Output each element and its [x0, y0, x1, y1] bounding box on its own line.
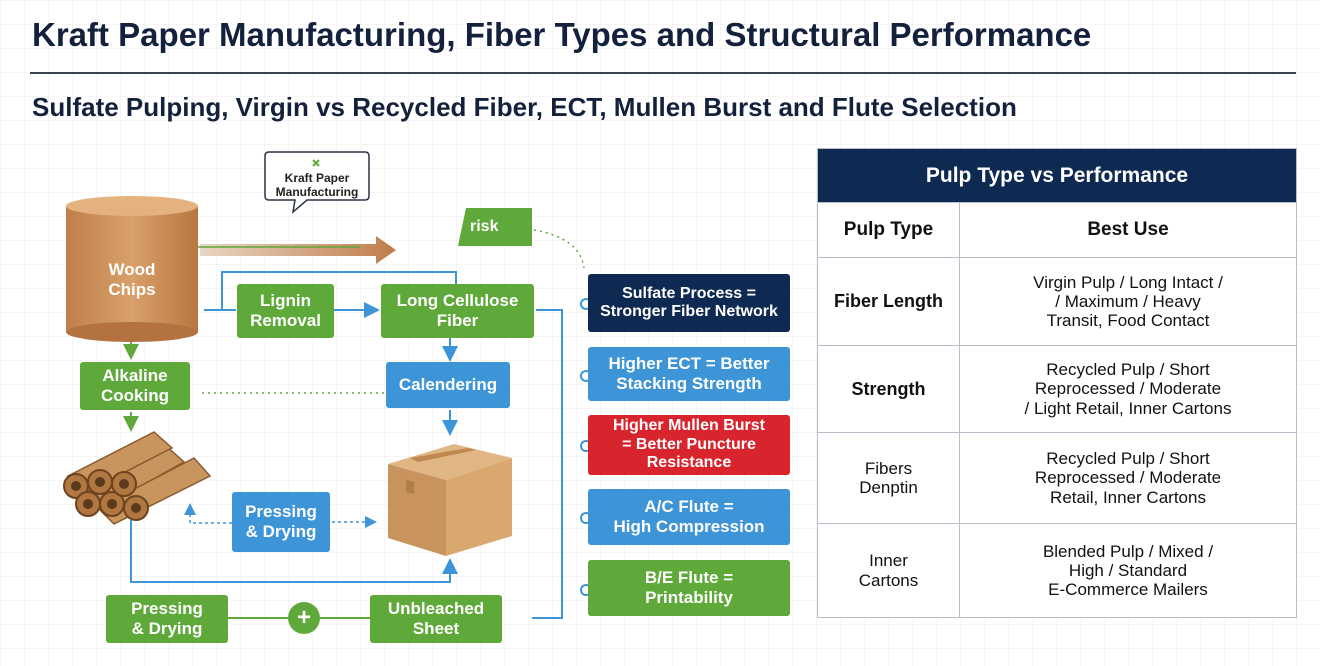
- callout-sulfate: Sulfate Process = Stronger Fiber Network: [588, 274, 790, 332]
- cardboard-box-icon: [388, 444, 512, 556]
- page-subtitle: Sulfate Pulping, Virgin vs Recycled Fibe…: [32, 92, 1017, 122]
- pulp-performance-table: Pulp Type vs Performance Pulp Type Best …: [817, 148, 1297, 618]
- lignin-removal-step: Lignin Removal: [237, 284, 334, 338]
- column-header: Pulp Type: [818, 203, 960, 257]
- plus-icon: +: [288, 602, 320, 634]
- table-title: Pulp Type vs Performance: [818, 149, 1296, 202]
- unbleached-sheet-step: Unbleached Sheet: [370, 595, 502, 643]
- table-row: Inner Cartons Blended Pulp / Mixed / Hig…: [818, 523, 1296, 617]
- speech-bubble-icon: [264, 151, 370, 214]
- best-use-cell: Recycled Pulp / Short Reprocessed / Mode…: [1034, 449, 1222, 507]
- callout-be-flute: B/E Flute = Printability: [588, 560, 790, 616]
- table-row: Strength Recycled Pulp / Short Reprocess…: [818, 345, 1296, 432]
- best-use-cell: Recycled Pulp / Short Reprocessed / Mode…: [1024, 360, 1232, 418]
- best-use-cell: Blended Pulp / Mixed / High / Standard E…: [1042, 541, 1214, 600]
- pulp-type-cell: Inner Cartons: [818, 524, 960, 617]
- risk-tag-icon: [458, 208, 532, 246]
- pulp-type-cell: Fiber Length: [818, 258, 960, 345]
- pulp-type-cell: Fibers Denptin: [818, 433, 960, 523]
- pulp-type-cell: Strength: [818, 346, 960, 432]
- page-title: Kraft Paper Manufacturing, Fiber Types a…: [32, 16, 1092, 53]
- risk-label: risk: [470, 218, 499, 235]
- pressing-drying-step: Pressing & Drying: [232, 492, 330, 552]
- callout-mullen: Higher Mullen Burst = Better Puncture Re…: [588, 415, 790, 475]
- bubble-label: Kraft Paper Manufacturing: [275, 171, 359, 199]
- callout-ac-flute: A/C Flute = High Compression: [588, 489, 790, 545]
- table-header-row: Pulp Type Best Use: [818, 202, 1296, 257]
- wood-chips-label: Wood Chips: [108, 260, 156, 299]
- tube-stack-icon: [63, 431, 212, 525]
- table-row: Fibers Denptin Recycled Pulp / Short Rep…: [818, 432, 1296, 523]
- title-divider: [30, 72, 1296, 74]
- table-row: Fiber Length Virgin Pulp / Long Intact /…: [818, 257, 1296, 345]
- long-cellulose-step: Long Cellulose Fiber: [381, 284, 534, 338]
- pressing-drying-bottom-step: Pressing & Drying: [106, 595, 228, 643]
- paper-roll-icon: [66, 196, 198, 342]
- column-header: Best Use: [1087, 219, 1169, 241]
- calendering-step: Calendering: [386, 362, 510, 408]
- callout-ect: Higher ECT = Better Stacking Strength: [588, 347, 790, 401]
- alkaline-cooking-step: Alkaline Cooking: [80, 362, 190, 410]
- best-use-cell: Virgin Pulp / Long Intact / / Maximum / …: [1033, 272, 1223, 331]
